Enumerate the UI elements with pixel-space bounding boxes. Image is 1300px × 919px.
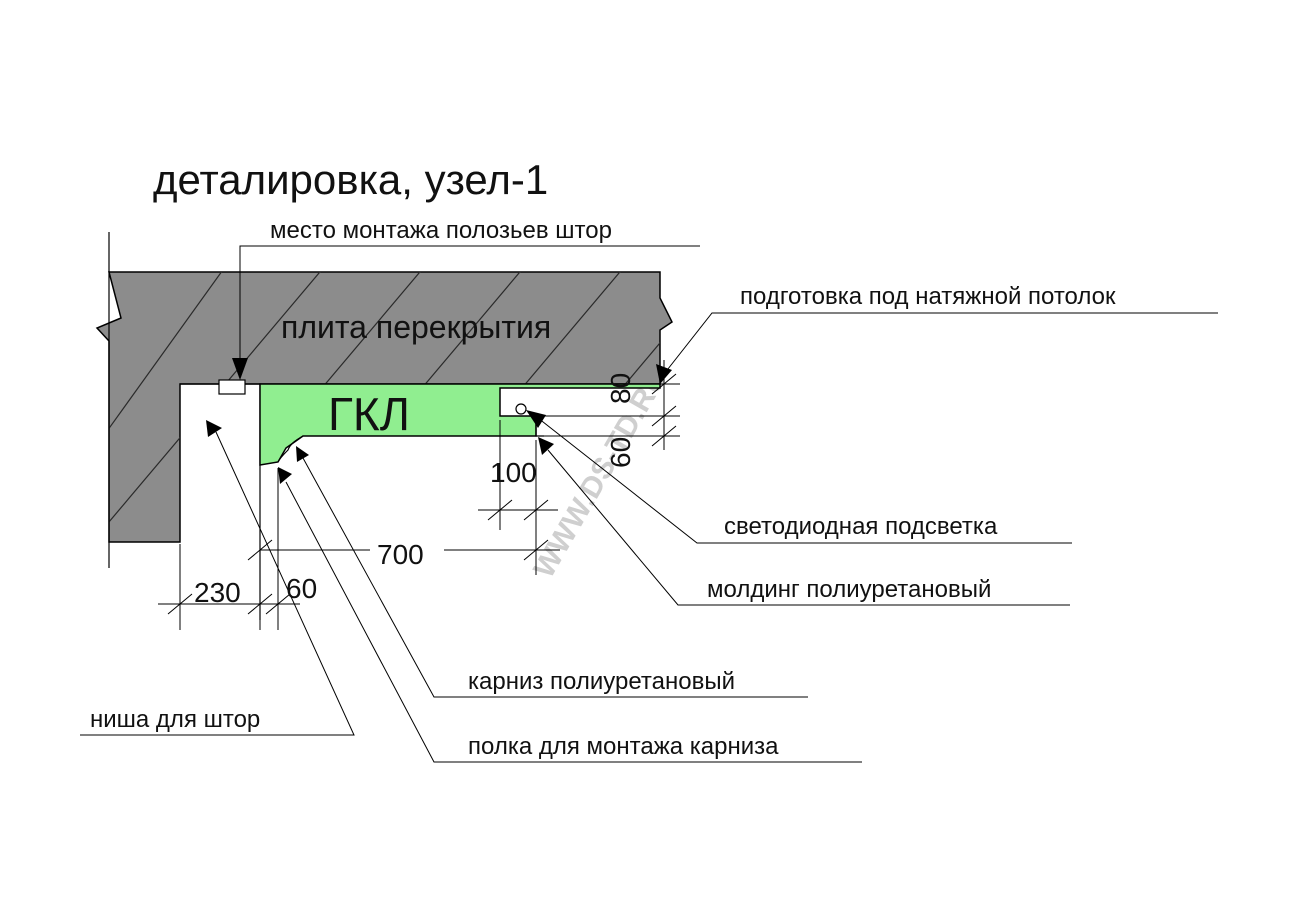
- dimension-80: 80: [605, 373, 636, 404]
- arrowhead: [206, 420, 222, 437]
- leader-line: [302, 457, 808, 698]
- leader-line: [80, 431, 355, 736]
- led-strip: [515, 403, 527, 415]
- pu-cornice-shape: [277, 435, 304, 463]
- dimension-60-horizontal: 60: [286, 573, 317, 604]
- arrowhead: [278, 467, 292, 484]
- dimension-60-vertical: 60: [605, 437, 636, 468]
- curtain-rail-mount-box: [218, 379, 246, 395]
- dimension-100: 100: [490, 457, 537, 488]
- watermark-text: WWW.DS-TD.RU: [527, 364, 673, 584]
- arrowhead: [538, 437, 554, 455]
- gkl-label: ГКЛ: [328, 388, 410, 440]
- callout-label: молдинг полиуретановый: [707, 576, 991, 603]
- leader-line: [663, 312, 1218, 375]
- dimension-lines: [158, 360, 680, 630]
- callout-label: полка для монтажа карниза: [468, 733, 779, 760]
- dimension-700: 700: [377, 539, 424, 570]
- callout-label: подготовка под натяжной потолок: [740, 283, 1116, 310]
- arrowhead: [526, 410, 546, 428]
- callout-label: ниша для штор: [90, 706, 260, 733]
- leader-line: [537, 417, 1072, 544]
- dimension-230: 230: [194, 577, 241, 608]
- slab-label: плита перекрытия: [281, 309, 551, 345]
- leader-line: [547, 449, 1070, 606]
- leader-line: [285, 481, 862, 763]
- arrowhead: [232, 358, 248, 380]
- callout-label: место монтажа полозьев штор: [270, 217, 612, 244]
- drawing-title: деталировка, узел-1: [153, 156, 548, 203]
- callout-curtain-rail-mount: [239, 245, 700, 362]
- callout-label: карниз полиуретановый: [468, 668, 735, 695]
- callout-label: светодиодная подсветка: [724, 513, 998, 540]
- arrowhead: [296, 446, 309, 462]
